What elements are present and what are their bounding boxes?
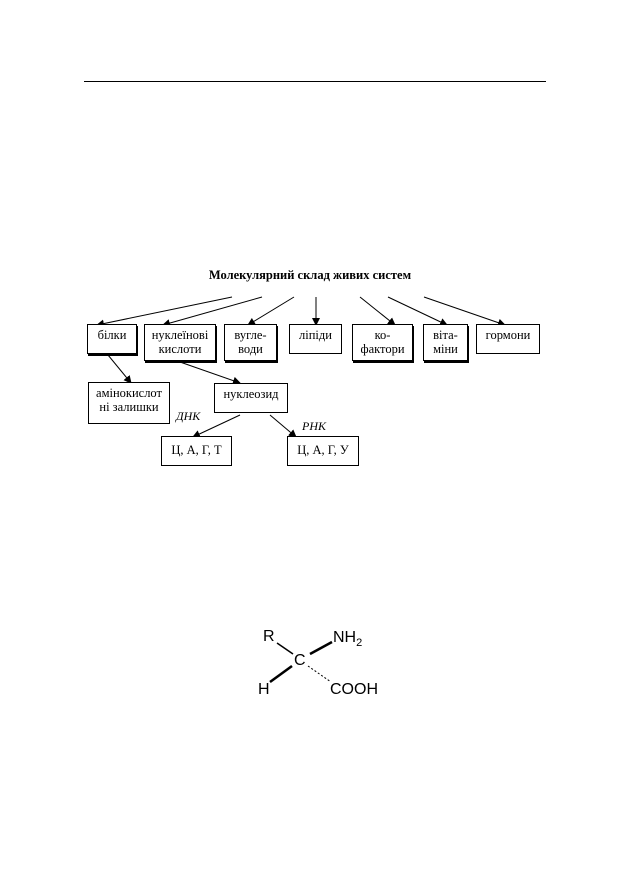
rna-label: РНК: [302, 419, 326, 433]
formula-r: R: [263, 628, 275, 645]
bond-cooh: [307, 665, 332, 683]
rna-bases-box: Ц, А, Г, У: [287, 436, 359, 466]
arrow-to-bilky: [96, 296, 233, 328]
arrow-to-hormony: [423, 296, 506, 327]
category-lipidy: ліпіди: [289, 324, 342, 354]
formula-h: H: [258, 681, 270, 698]
formula-nh2: NH2: [333, 629, 362, 649]
formula-cooh: COOH: [330, 681, 378, 698]
formula-nh-text: NH: [333, 629, 357, 646]
arrow-to-rna-bases: [269, 414, 297, 438]
arrow-to-kofaktory: [359, 296, 396, 326]
category-nuclein: нуклеїнові кислоти: [144, 324, 216, 361]
arrow-to-dna-bases: [192, 414, 241, 438]
bond-r: [276, 642, 294, 655]
category-bilky: білки: [87, 324, 137, 354]
bond-h: [269, 664, 293, 684]
dna-label: ДНК: [176, 409, 201, 423]
arrow-to-nuclein: [162, 296, 263, 327]
dna-bases-box: Ц, А, Г, Т: [161, 436, 232, 466]
aminoacids-box: амінокислот ні залишки: [88, 382, 170, 424]
formula-c: C: [294, 652, 306, 669]
header-rule: [84, 81, 546, 82]
category-hormony: гормони: [476, 324, 540, 354]
arrow-to-nucleoside: [179, 361, 241, 385]
category-kofaktory: ко- фактори: [352, 324, 413, 361]
diagram-title: Молекулярний склад живих систем: [208, 268, 412, 282]
nucleoside-box: нуклеозид: [214, 383, 288, 413]
category-vitaminy: віта- міни: [423, 324, 468, 361]
category-vugle: вугле- води: [224, 324, 277, 361]
bond-nh2: [309, 640, 333, 656]
formula-nh-subscript: 2: [356, 637, 363, 650]
arrow-to-aminoacids: [107, 354, 132, 384]
arrow-to-vugle: [247, 296, 295, 326]
arrow-to-vitaminy: [387, 296, 448, 326]
